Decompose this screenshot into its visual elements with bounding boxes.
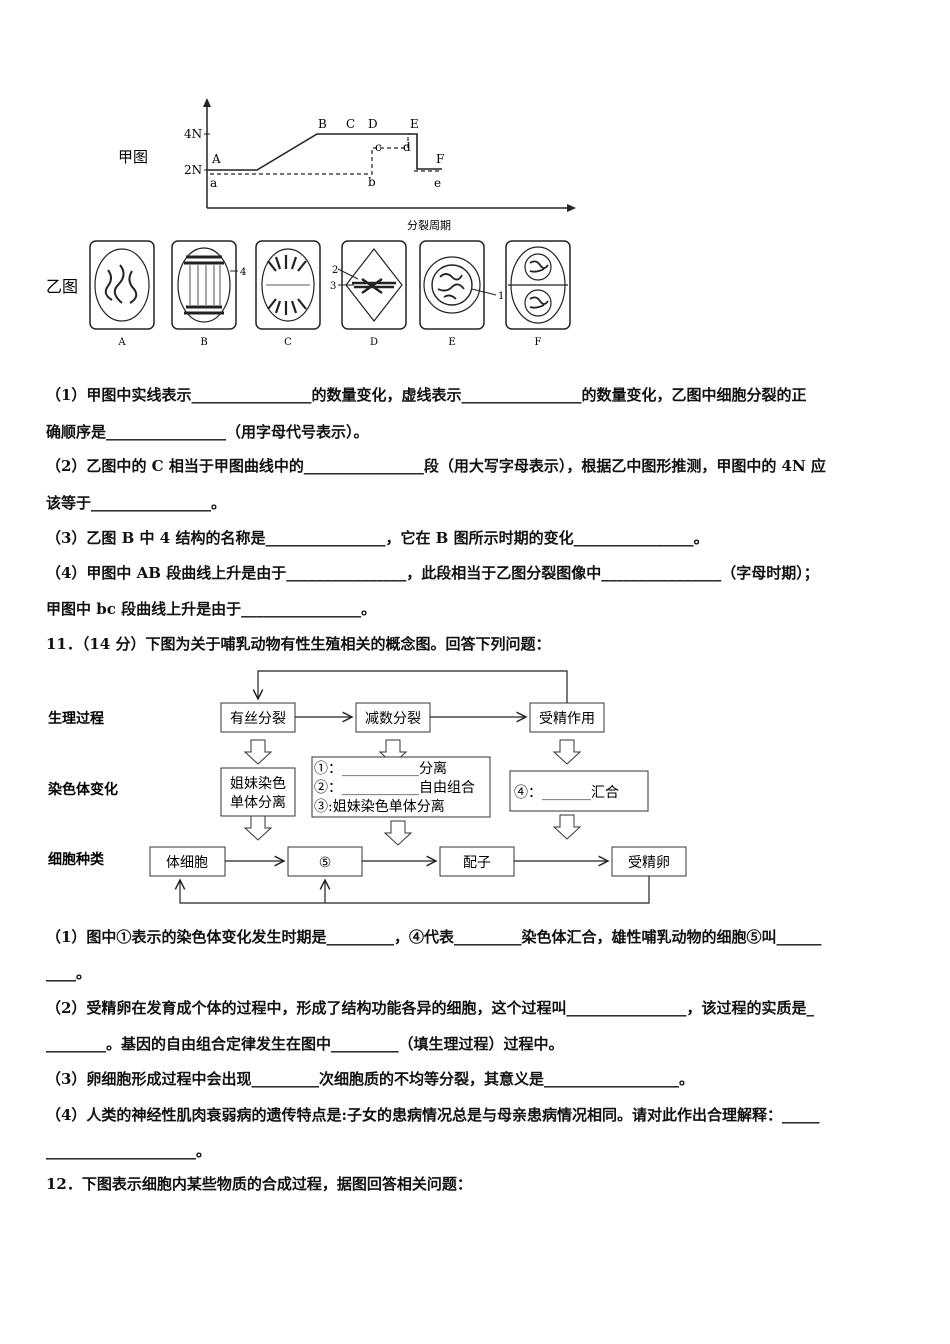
cell-label-D: D — [370, 337, 378, 348]
point-D: D — [368, 117, 378, 131]
graph-jia-label: 甲图 — [118, 148, 148, 166]
mark-d3: 3 — [330, 281, 336, 292]
point-b: b — [368, 175, 376, 189]
box-somatic-cell — [149, 846, 226, 877]
x-axis-label: 分裂周期 — [407, 219, 451, 232]
box-zygote — [611, 846, 687, 877]
q11-part4-line2: ____________________。 — [46, 1142, 212, 1160]
box-meiosis-changes — [311, 756, 491, 818]
q10-part4-line1: （4）甲图中 AB 段曲线上升是由于________________，此段相当于… — [46, 564, 819, 582]
box-fertilization-label: 受精作用 — [539, 711, 595, 727]
box-sister-chromatid — [220, 767, 296, 817]
solid-line — [207, 133, 442, 171]
q11-part1-line1: （1）图中①表示的染色体变化发生时期是_________，④代表________… — [46, 928, 822, 946]
box-sister-line2: 单体分离 — [230, 794, 286, 811]
mark-d2: 2 — [332, 265, 338, 276]
cell-E — [419, 240, 497, 330]
fertilization-change: ④：_______汇合 — [514, 785, 619, 801]
row-label-chromosome: 染色体变化 — [48, 781, 118, 798]
row-label-process: 生理过程 — [48, 710, 104, 727]
q12-title: 12．下图表示细胞内某些物质的合成过程，据图回答相关问题： — [46, 1175, 472, 1193]
meiosis-change-2: ②：___________自由组合 — [314, 780, 475, 796]
cell-label-F: F — [535, 337, 542, 348]
figure-yi-label: 乙图 — [46, 277, 78, 296]
point-a: a — [210, 176, 217, 190]
point-E: E — [410, 117, 419, 131]
cell-label-B: B — [200, 337, 207, 348]
q10-part1-line1: （1）甲图中实线表示________________的数量变化，虚线表示____… — [46, 386, 807, 404]
row-label-cell-type: 细胞种类 — [48, 851, 105, 868]
mark-e1: 1 — [498, 291, 504, 302]
box-fertilization-change — [509, 770, 649, 812]
box-meiosis-label: 减数分裂 — [365, 711, 421, 727]
point-F: F — [436, 152, 444, 166]
figure-yi: 乙图 A 4 B C 2 3 D 1 E — [46, 240, 571, 348]
q10-part4-line2: 甲图中 bc 段曲线上升是由于________________。 — [46, 600, 377, 618]
y-axis-arrow — [203, 98, 211, 107]
cell-D — [337, 240, 407, 330]
box-gamete — [439, 846, 515, 877]
box-somatic-label: 体细胞 — [166, 855, 208, 871]
point-e: e — [434, 176, 441, 190]
q11-part1-line2: ____。 — [46, 964, 92, 982]
cell-label-E: E — [448, 337, 455, 348]
tick-2n: 2N — [184, 163, 202, 177]
box-mitosis-label: 有丝分裂 — [230, 711, 286, 727]
q11-part4-line1: （4）人类的神经性肌肉衰弱病的遗传特点是:子女的患病情况总是与母亲患病情况相同。… — [46, 1106, 820, 1124]
cell-B — [171, 240, 238, 330]
q11-part3: （3）卵细胞形成过程中会出现_________次细胞质的不均等分裂，其意义是__… — [46, 1070, 694, 1088]
q10-part2-line2: 该等于________________。 — [46, 494, 227, 512]
box-five-label: ⑤ — [319, 855, 332, 871]
tick-4n: 4N — [184, 127, 202, 141]
meiosis-change-3: ③:姐妹染色单体分离 — [314, 798, 445, 815]
q11-part2-line1: （2）受精卵在发育成个体的过程中，形成了结构功能各异的细胞，这个过程叫_____… — [46, 999, 814, 1017]
point-A: A — [211, 152, 221, 166]
box-fertilization — [529, 702, 605, 733]
point-B: B — [318, 117, 327, 131]
box-five — [287, 846, 363, 877]
graph-jia: 甲图 4N 2N A B C D E F a b c d e 分裂周期 — [118, 98, 576, 232]
concept-diagram: 生理过程 染色体变化 细胞种类 有丝分裂 减数分裂 受精作用 姐妹染色 单体分离… — [48, 670, 687, 904]
q10-part2-line1: （2）乙图中的 C 相当于甲图曲线中的________________段（用大写… — [46, 457, 826, 475]
cell-label-A: A — [117, 337, 126, 348]
q10-part1-line2: 确顺序是________________（用字母代号表示）。 — [46, 423, 369, 441]
cell-A — [89, 240, 155, 330]
dashed-line — [210, 133, 414, 175]
point-C: C — [346, 117, 355, 131]
box-sister-line1: 姐妹染色 — [230, 775, 286, 792]
x-axis-arrow — [567, 204, 576, 212]
q11-part2-line2: ________。基因的自由组合定律发生在图中_________（填生理过程）过… — [46, 1035, 564, 1053]
point-d: d — [403, 140, 411, 154]
box-zygote-label: 受精卵 — [628, 855, 670, 871]
q10-part3: （3）乙图 B 中 4 结构的名称是________________，它在 B … — [46, 529, 709, 547]
cell-F — [505, 240, 571, 330]
meiosis-change-1: ①：___________分离 — [314, 760, 447, 777]
point-c: c — [375, 140, 382, 154]
q11-title: 11．（14 分）下图为关于哺乳动物有性生殖相关的概念图。回答下列问题： — [46, 635, 551, 653]
box-gamete-label: 配子 — [463, 855, 491, 871]
mark-b4: 4 — [240, 267, 246, 278]
cell-C — [255, 240, 321, 330]
cell-label-C: C — [284, 337, 292, 348]
